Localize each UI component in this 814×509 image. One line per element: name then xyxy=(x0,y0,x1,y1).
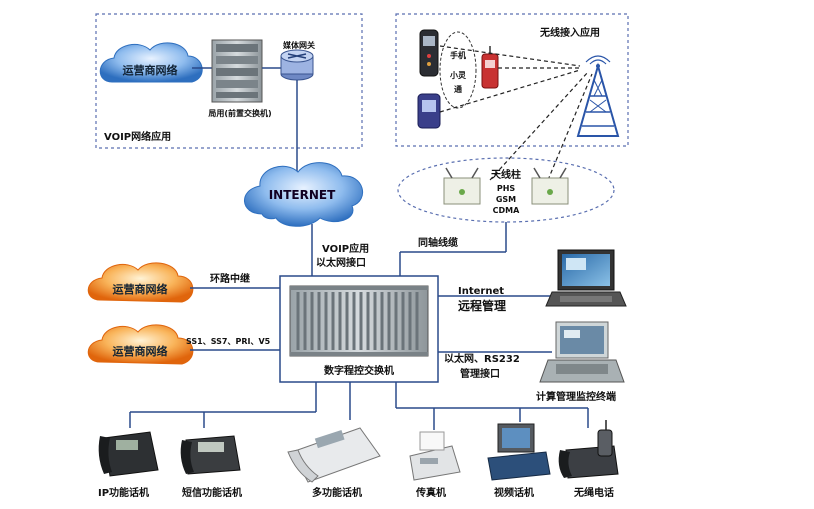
digital-switch-rack-icon xyxy=(289,285,429,357)
fax-machine-icon xyxy=(409,431,461,481)
sms-phone-icon xyxy=(180,435,241,475)
wireless-access-box: 无线接入应用 xyxy=(395,13,629,147)
signaling-carrier-cloud: 运营商网络 xyxy=(87,324,194,365)
radio-links xyxy=(439,45,593,181)
media-gateway-icon xyxy=(280,49,314,81)
signal-tower-icon xyxy=(576,55,620,137)
local-switch-rack-icon xyxy=(211,39,263,103)
digital-switch: 数字程控交换机 xyxy=(279,275,439,383)
cordless-phone-icon xyxy=(558,420,619,479)
phone-bus-lines xyxy=(129,382,589,430)
fax-label: 传真机 xyxy=(415,486,446,499)
loop-trunk-label: 环路中继 xyxy=(210,272,250,285)
internet-cloud: INTERNET xyxy=(244,162,363,227)
ip-phone-label: IP功能话机 xyxy=(98,486,149,499)
local-switch-label: 局用(前置交换机) xyxy=(207,108,271,118)
video-phone-icon xyxy=(487,423,551,481)
signaling-label: SS1、SS7、PRI、V5 xyxy=(186,337,271,346)
wireless-box-title: 无线接入应用 xyxy=(539,26,600,39)
phone-label-phs-1: 小灵 xyxy=(449,70,467,80)
remote-laptop-icon xyxy=(545,249,627,307)
video-phone-label: 视频话机 xyxy=(494,486,534,499)
remote-mgmt-label-2: 远程管理 xyxy=(458,298,506,313)
mgmt-iface-label-2: 管理接口 xyxy=(460,367,500,380)
remote-mgmt-label-1: Internet xyxy=(458,286,504,297)
voip-link-label-2: 以太网接口 xyxy=(316,256,366,269)
media-gateway-label: 媒体网关 xyxy=(282,40,315,50)
voip-carrier-cloud-label: 运营商网络 xyxy=(123,63,178,77)
multi-phone-label: 多功能话机 xyxy=(312,486,362,499)
phone-label-mobile: 手机 xyxy=(450,50,466,60)
monitor-terminal-laptop-icon xyxy=(539,321,625,383)
signaling-cloud-label: 运营商网络 xyxy=(113,344,168,358)
antenna-title: 天线柱 xyxy=(491,168,521,181)
antenna-group: 天线柱 PHS GSM CDMA xyxy=(397,157,615,223)
loop-trunk-cloud-label: 运营商网络 xyxy=(113,282,168,296)
mgmt-iface-label-1: 以太网、RS232 xyxy=(444,352,520,365)
voip-link-label-1: VOIP应用 xyxy=(322,242,369,255)
antenna-box-icon-left xyxy=(443,167,481,205)
voip-box-title: VOIP网络应用 xyxy=(104,130,171,143)
voip-application-box: VOIP网络应用 xyxy=(95,13,363,149)
coax-link-label: 同轴线缆 xyxy=(418,236,458,249)
voip-carrier-cloud: 运营商网络 xyxy=(99,42,203,83)
antenna-box-icon-right xyxy=(531,167,569,205)
multi-function-phone-icon xyxy=(287,427,381,483)
loop-trunk-carrier-cloud: 运营商网络 xyxy=(87,262,194,303)
switch-label: 数字程控交换机 xyxy=(324,364,394,377)
sms-phone-label: 短信功能话机 xyxy=(182,486,242,499)
terminal-label: 计算管理监控终端 xyxy=(536,390,616,403)
antenna-std-cdma: CDMA xyxy=(493,206,520,215)
antenna-std-phs: PHS xyxy=(497,184,516,193)
internet-cloud-label: INTERNET xyxy=(269,188,336,202)
antenna-std-gsm: GSM xyxy=(496,195,516,204)
mobile-phone-icon xyxy=(419,29,439,77)
flip-phone-icon xyxy=(417,93,441,129)
cordless-label: 无绳电话 xyxy=(573,486,614,499)
ip-phone-icon xyxy=(98,431,159,477)
phone-label-phs-2: 通 xyxy=(454,84,462,94)
phs-phone-icon xyxy=(481,46,499,89)
